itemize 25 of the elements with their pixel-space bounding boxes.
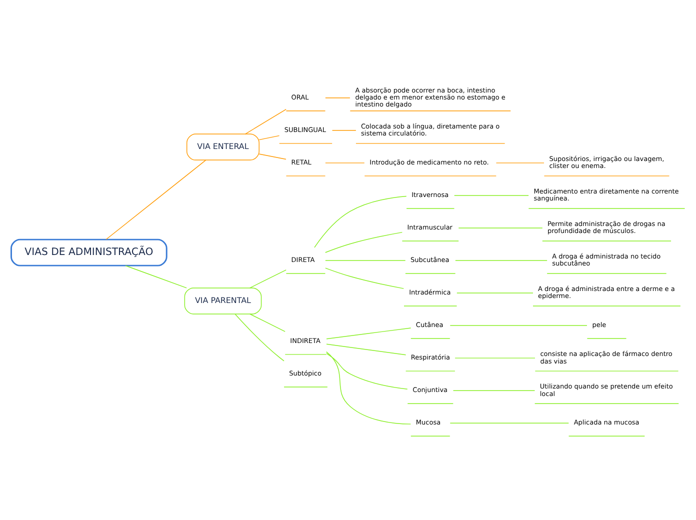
connector [314, 195, 407, 248]
connector [258, 153, 286, 160]
connector [450, 324, 588, 326]
connector [325, 97, 350, 98]
connector [458, 227, 543, 228]
connector [454, 357, 536, 358]
connector [258, 134, 280, 140]
node-box: VIAS DE ADMINISTRAÇÃO [10, 238, 168, 266]
connector [250, 313, 286, 332]
connector [326, 327, 412, 339]
connector [250, 269, 286, 288]
connector [456, 292, 534, 293]
connector [125, 264, 187, 288]
connector [325, 267, 404, 288]
connector [244, 108, 286, 134]
connector [454, 194, 529, 196]
connector [325, 162, 365, 163]
connector [450, 422, 569, 423]
connector [325, 231, 403, 252]
connector [326, 350, 412, 424]
connector [326, 352, 408, 389]
connector [496, 162, 544, 163]
connector [326, 343, 406, 355]
connector [106, 159, 206, 240]
connector [234, 313, 284, 361]
